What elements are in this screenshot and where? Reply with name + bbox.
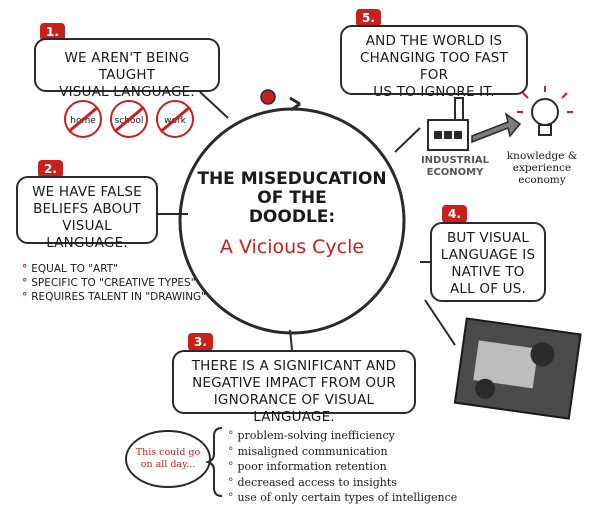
- no-work-icon: work: [156, 100, 194, 138]
- step-4-text-4: ALL OF US.: [450, 281, 526, 297]
- center-title-line-2: OF THE: [257, 188, 327, 208]
- step-1-box: WE AREN'T BEING TAUGHT VISUAL LANGUAGE.: [34, 38, 220, 100]
- step-5-text-3: US TO IGNORE IT.: [373, 84, 495, 100]
- impact-item: °decreased access to insights: [228, 475, 397, 489]
- belief-item: °REQUIRES TALENT IN "drawing": [22, 291, 207, 303]
- connector-photo: [424, 299, 456, 346]
- curly-brace: [204, 427, 223, 497]
- lightbulb-rays-icon: [517, 86, 573, 113]
- impact-item: °misaligned communication: [228, 444, 388, 458]
- step-4-text-1: BUT VISUAL: [446, 230, 530, 246]
- step-2-text-2: BELIEFS ABOUT: [33, 201, 141, 217]
- step-5-text-1: AND THE WORLD IS: [365, 33, 503, 49]
- step-4-text-2: LANGUAGE IS: [440, 247, 536, 263]
- step-2-box: WE HAVE FALSE BELIEFS ABOUT VISUAL LANGU…: [16, 176, 158, 251]
- belief-item: °SPECIFIC TO "creative types": [22, 277, 196, 289]
- cycle-start-dot: [260, 89, 276, 105]
- center-subtitle: A Vicious Cycle: [219, 236, 365, 258]
- knowledge-economy-label: knowledge & experience economy: [506, 150, 578, 186]
- step-5-text-2: CHANGING TOO FAST FOR: [360, 50, 508, 83]
- step-3-box: THERE IS A SIGNIFICANT AND NEGATIVE IMPA…: [172, 350, 416, 425]
- transition-arrow: [471, 112, 522, 144]
- step-3-text-1: THERE IS A SIGNIFICANT AND: [191, 358, 397, 374]
- no-school-icon: school: [110, 100, 148, 138]
- no-home-icon: home: [64, 100, 102, 138]
- step-2-text-1: WE HAVE FALSE: [32, 184, 142, 200]
- step-5-box: AND THE WORLD IS CHANGING TOO FAST FOR U…: [340, 25, 528, 100]
- speech-bubble: [125, 430, 211, 488]
- step-2-badge: 2.: [38, 160, 63, 178]
- step-2-text-3: VISUAL LANGUAGE.: [46, 218, 128, 251]
- step-1-text-2: VISUAL LANGUAGE.: [59, 84, 195, 100]
- step-5-badge: 5.: [356, 9, 381, 27]
- center-title-line-3: DOODLE:: [248, 207, 336, 227]
- step-3-badge: 3.: [188, 333, 213, 351]
- impact-item: °problem-solving inefficiency: [228, 429, 395, 442]
- step-4-text-3: NATIVE TO: [451, 264, 525, 280]
- factory-icon: [427, 97, 469, 151]
- belief-item: °EQUAL TO "art": [22, 263, 119, 275]
- step-1-badge: 1.: [40, 23, 65, 41]
- impacts-list: °problem-solving inefficiency °misaligne…: [228, 428, 457, 506]
- step-4-box: BUT VISUAL LANGUAGE IS NATIVE TO ALL OF …: [430, 222, 546, 302]
- industrial-economy-label: INDUSTRIAL ECONOMY: [420, 155, 490, 178]
- center-title: THE MISEDUCATION OF THE DOODLE:: [192, 170, 392, 227]
- kids-drawing-photo: [453, 317, 582, 420]
- beliefs-list: °EQUAL TO "art" °SPECIFIC TO "creative t…: [22, 262, 206, 304]
- center-title-line-1: THE MISEDUCATION: [197, 169, 387, 189]
- connector-1: [199, 91, 229, 119]
- lightbulb-icon: [531, 98, 559, 136]
- impact-item: °poor information retention: [228, 460, 387, 473]
- step-4-badge: 4.: [442, 205, 467, 223]
- cycle-arrowhead: [289, 96, 301, 112]
- step-3-text-2: NEGATIVE IMPACT FROM OUR: [192, 375, 396, 391]
- impact-item: °use of only certain types of intelligen…: [228, 491, 458, 504]
- step-3-text-3: IGNORANCE OF VISUAL LANGUAGE.: [213, 392, 375, 425]
- connector-5: [394, 127, 421, 153]
- step-1-text-1: WE AREN'T BEING TAUGHT: [64, 50, 190, 83]
- bubble-text: This could go on all day...: [135, 447, 201, 470]
